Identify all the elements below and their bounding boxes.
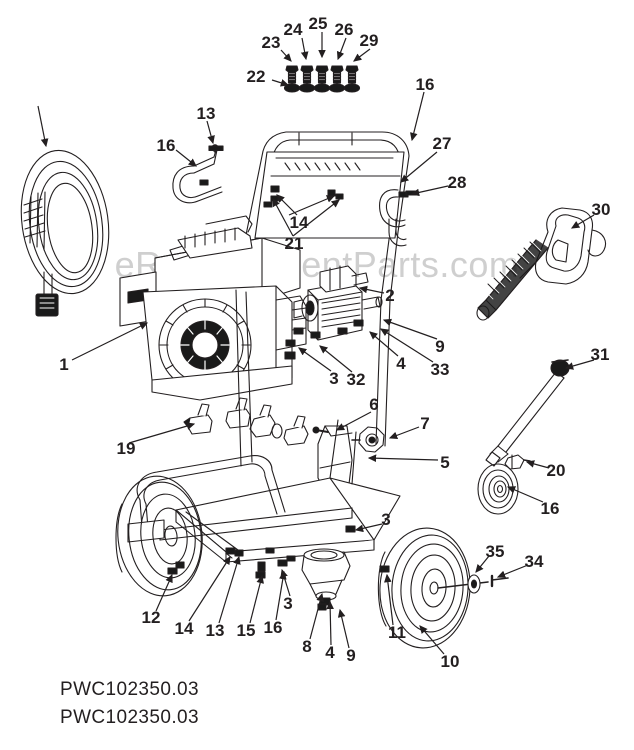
- callout-34: 34: [525, 552, 544, 571]
- callout-28: 16: [157, 136, 176, 155]
- callout-leader-lines: [37, 32, 595, 655]
- callout-11: 11: [388, 623, 406, 642]
- part-29-high-pressure-hose: [20, 149, 110, 317]
- callout-16c: 13: [197, 104, 216, 123]
- model-number-line-1: PWC102350.03: [60, 679, 199, 700]
- part-18-lance-wand: [485, 359, 570, 467]
- callout-21: 22: [247, 67, 266, 86]
- cart-base-frame: [127, 289, 401, 563]
- callout-13a: 13: [206, 621, 225, 640]
- callout-16b: 28: [448, 173, 467, 192]
- callout-19: 30: [592, 200, 611, 219]
- callout-33: 33: [431, 360, 450, 379]
- left-wheel: [115, 475, 203, 597]
- part-28-hose-hook-left: [172, 144, 224, 204]
- part-17-nozzle-set: [183, 397, 309, 446]
- callout-25: 26: [335, 20, 354, 39]
- callout-14b: 21: [285, 234, 304, 253]
- callout-26: 29: [360, 31, 379, 50]
- callout-13b: 14: [290, 213, 309, 232]
- callout-35: 35: [486, 542, 505, 561]
- footer-model-numbers: PWC102350.03 PWC102350.03: [60, 676, 460, 732]
- part-19-spray-gun: [476, 207, 607, 321]
- part-2-pump-assembly: [285, 265, 383, 347]
- callout-20: 27: [433, 134, 452, 153]
- callout-18: 31: [591, 345, 610, 364]
- callout-27: 16: [416, 75, 435, 94]
- callout-14a: 14: [175, 619, 194, 638]
- part-group-21-26-fasteners: [283, 65, 361, 93]
- callout-3c: 3: [381, 510, 390, 529]
- part-31-nozzle-tip: [504, 454, 531, 470]
- model-number-line-2: PWC102350.03: [60, 707, 199, 728]
- callout-3a: 3: [329, 369, 338, 388]
- part-10-right-wheel: [377, 527, 509, 649]
- callout-24: 25: [309, 14, 328, 33]
- callout-7: 7: [420, 414, 429, 433]
- callout-6: 6: [369, 395, 378, 414]
- callout-30: 16: [541, 499, 560, 518]
- callout-22: 23: [262, 33, 281, 52]
- callout-32: 32: [347, 370, 366, 389]
- callout-3b: 3: [283, 594, 292, 613]
- callout-16a: 16: [264, 618, 283, 637]
- callout-9a: 9: [435, 337, 444, 356]
- callout-2: 2: [385, 286, 394, 305]
- callout-15: 15: [237, 621, 256, 640]
- callout-5: 5: [440, 453, 449, 472]
- callout-1: 1: [59, 355, 68, 374]
- callout-9b: 9: [346, 646, 355, 665]
- callout-8: 8: [302, 637, 311, 656]
- callout-4b: 4: [325, 643, 335, 662]
- part-8-detergent-tank: [301, 548, 351, 611]
- callout-12: 12: [142, 608, 161, 627]
- callout-4a: 4: [396, 354, 406, 373]
- part-1-engine-assembly: [119, 215, 307, 401]
- callout-10: 10: [441, 652, 460, 671]
- callout-labels: 22 23 24 25 26 29 16 27 28 13 16 14 21 1…: [59, 14, 610, 671]
- callout-17: 19: [117, 439, 136, 458]
- callout-31: 20: [547, 461, 566, 480]
- callout-23: 24: [284, 20, 303, 39]
